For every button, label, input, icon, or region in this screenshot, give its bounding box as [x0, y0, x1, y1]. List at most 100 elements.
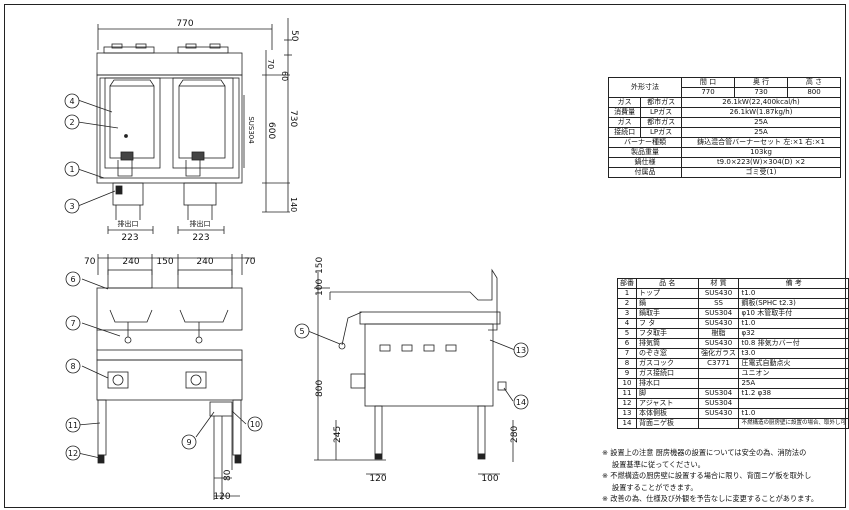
dim-223-right: 223	[192, 233, 209, 243]
parts-material: 強化ガラス	[697, 348, 740, 359]
callout-14: 14	[516, 398, 526, 407]
spec-table: 外形寸法 間 口 奥 行 高 さ 770 730 800 ガス 都市ガス 26.…	[607, 77, 841, 178]
parts-remarks: 25A	[738, 378, 849, 389]
parts-no: 4	[617, 318, 637, 329]
spec-row-value: t9.0×223(W)×304(D) ×2	[681, 157, 841, 168]
parts-remarks: t1.0	[738, 318, 849, 329]
basket-material-label: SUS304	[247, 116, 255, 144]
parts-no: 11	[617, 388, 637, 399]
callout-12: 12	[68, 449, 78, 458]
parts-remarks: t1.0	[738, 288, 849, 299]
spec-row-label: 消費量	[607, 107, 642, 118]
parts-material: SUS304	[697, 308, 740, 319]
spec-row-label: バーナー種類	[608, 137, 682, 148]
dim-150: 150	[156, 257, 173, 267]
dim-50: 50	[289, 30, 299, 42]
dim-120-bottom: 120	[213, 492, 230, 502]
parts-name: ガスコック	[636, 358, 699, 369]
spec-row-value: 25A	[681, 117, 841, 128]
parts-no: 5	[617, 328, 637, 339]
dim-245: 245	[333, 426, 343, 443]
parts-remarks: φ10 木管取手付	[738, 308, 849, 319]
parts-material: SUS430	[697, 408, 740, 419]
dim-70-left: 70	[84, 257, 96, 267]
parts-header-name: 品 名	[636, 278, 699, 289]
spec-row-value: 26.1kW(22,400kcal/h)	[681, 97, 841, 108]
dim-240-left: 240	[122, 257, 139, 267]
callout-4: 4	[69, 97, 74, 106]
spec-row-label: 接続口	[607, 127, 642, 138]
dim-120-side: 120	[369, 474, 386, 484]
callout-6: 6	[70, 275, 75, 284]
dim-240-right: 240	[196, 257, 213, 267]
parts-remarks: t1.0	[738, 408, 849, 419]
callout-5: 5	[299, 327, 304, 336]
callout-9: 9	[186, 438, 191, 447]
parts-material: 樹脂	[697, 328, 740, 339]
dim-60: 60	[280, 71, 289, 81]
parts-remarks: φ32	[738, 328, 849, 339]
dim-770: 770	[176, 19, 193, 29]
parts-name: 排水口	[636, 378, 699, 389]
parts-no: 14	[617, 418, 637, 429]
parts-name: トップ	[636, 288, 699, 299]
parts-material	[697, 378, 740, 389]
callout-7: 7	[70, 319, 75, 328]
side-view: 150 100 800 245 280 120 100	[307, 257, 520, 484]
dim-730: 730	[288, 110, 298, 127]
dim-140: 140	[289, 197, 298, 212]
parts-material: SUS430	[697, 338, 740, 349]
parts-header-material: 材 質	[697, 278, 740, 289]
notes: ※ 設置上の注意 厨房機器の設置については安全の為、消防法の 設置基準に従ってく…	[602, 447, 818, 505]
parts-name: 背面ニゲ板	[636, 418, 699, 429]
dim-800: 800	[315, 380, 325, 397]
dim-80: 80	[223, 469, 233, 481]
callouts	[64, 93, 529, 461]
dim-100-side: 100	[315, 279, 325, 296]
spec-row-value: 鋳込混合管バーナーセット 左:×1 右:×1	[681, 137, 841, 148]
dim-223-left: 223	[121, 233, 138, 243]
parts-material: C3771	[697, 358, 740, 369]
note-line: ※ 不燃構造の厨房壁に設置する場合に限り、背面ニゲ板を取外し	[602, 471, 812, 480]
spec-row-sub: 都市ガス	[640, 97, 682, 108]
parts-material	[697, 368, 740, 379]
spec-row-label: ガス	[607, 117, 642, 128]
spec-row-sub: LPガス	[640, 127, 682, 138]
callout-1: 1	[69, 165, 74, 174]
parts-remarks: t3.0	[738, 348, 849, 359]
spec-row-sub: LPガス	[640, 107, 682, 118]
drain-label-right: 排出口	[190, 219, 211, 228]
parts-header-remarks: 備 考	[738, 278, 849, 289]
parts-material: SS	[697, 298, 740, 309]
callout-8: 8	[70, 362, 75, 371]
dim-600: 600	[266, 122, 276, 139]
drawing-frame	[4, 4, 846, 508]
spec-dim-depth: 730	[734, 87, 788, 98]
parts-remarks: ユニオン	[738, 368, 849, 379]
parts-material: SUS430	[697, 288, 740, 299]
spec-dim-width: 770	[681, 87, 735, 98]
parts-no: 3	[617, 308, 637, 319]
front-lower-view: 70 240 150 240 70 80 120	[77, 254, 256, 502]
parts-name: フ タ	[636, 318, 699, 329]
spec-row-label: 付属品	[608, 167, 682, 178]
drain-label-left: 排出口	[118, 219, 139, 228]
parts-name: 本体側板	[636, 408, 699, 419]
note-line: 設置基準に従ってください。	[612, 459, 705, 469]
dim-100-base: 100	[481, 474, 498, 484]
spec-row-value: ゴミ受(1)	[681, 167, 841, 178]
spec-row-value: 26.1kW(1.87kg/h)	[681, 107, 841, 118]
parts-material: SUS430	[697, 318, 740, 329]
